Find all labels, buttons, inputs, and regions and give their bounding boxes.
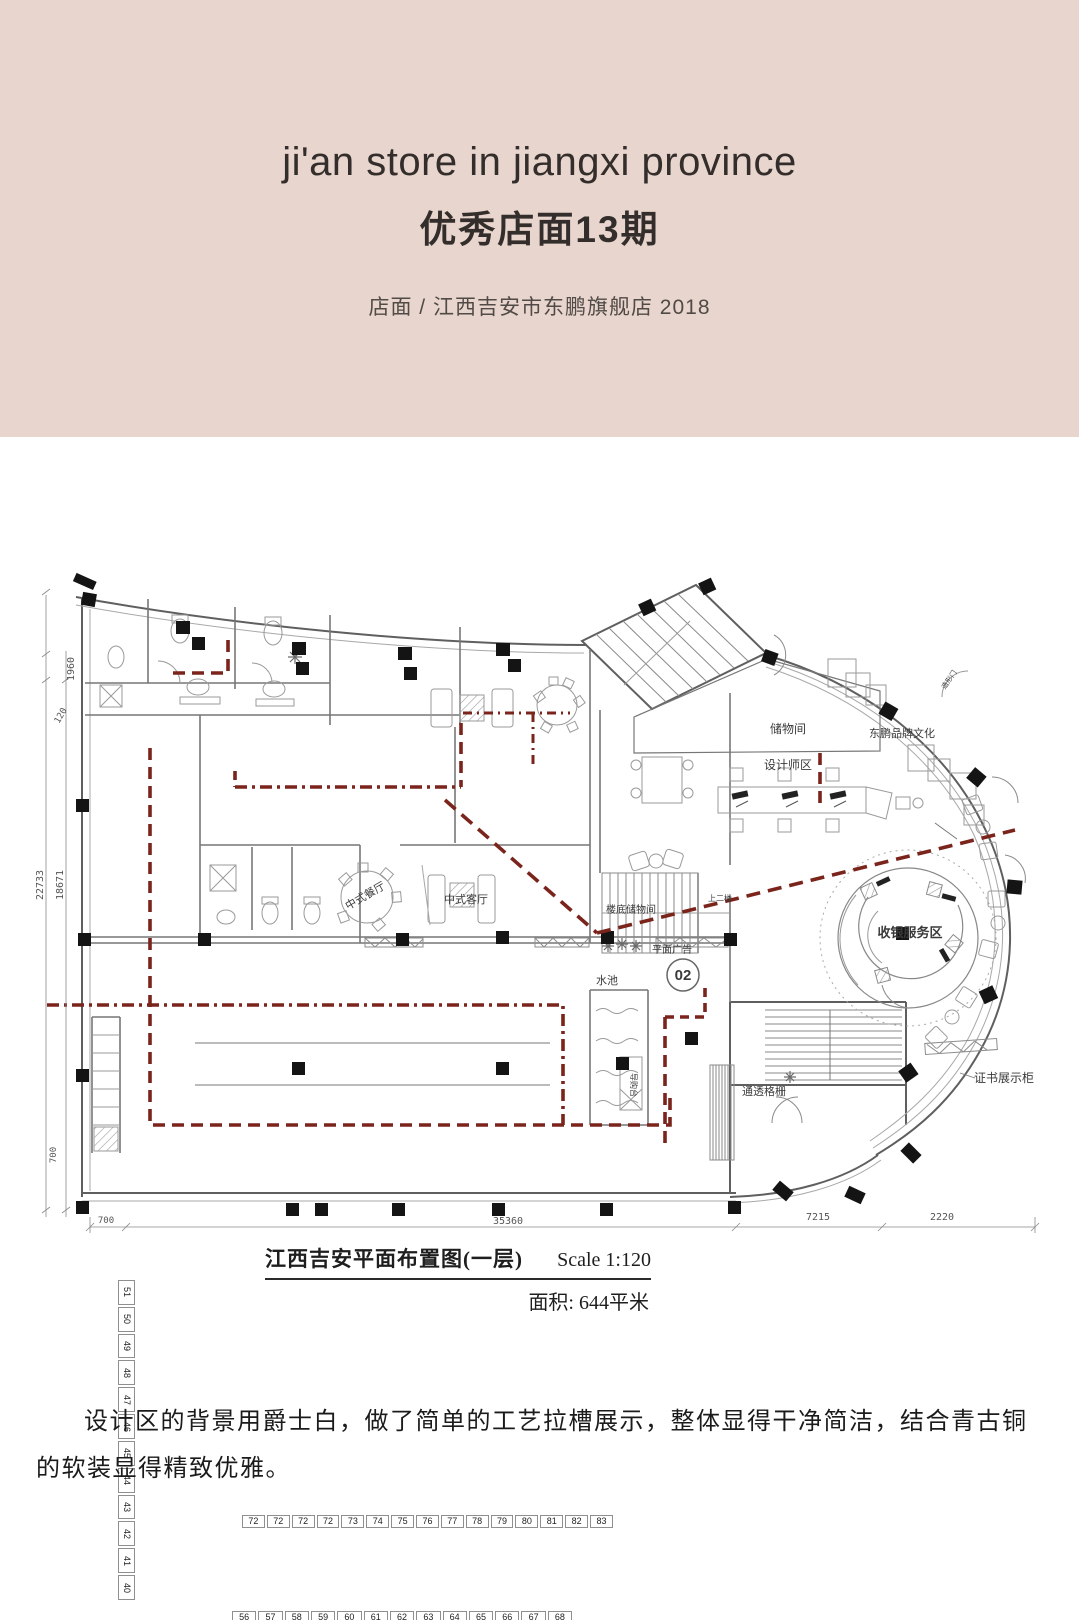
arc-seating — [925, 776, 1026, 1049]
page-title-cn: 优秀店面13期 — [419, 209, 660, 250]
display-slot: 73 — [341, 1515, 365, 1528]
display-slot: 64 — [442, 1611, 467, 1620]
dim-35360: 35360 — [493, 1216, 523, 1227]
display-slot: 58 — [284, 1611, 309, 1620]
floor-plan-drawing: 1960 120 22733 18671 700 700 35360 7215 … — [35, 572, 1040, 1233]
display-slot: 40 — [118, 1575, 135, 1600]
label-guide-desk: 导购台 — [629, 1073, 639, 1097]
plant-symbols — [288, 650, 796, 1083]
label-grille: 通透格栅 — [742, 1084, 786, 1098]
label-cashier-area: 收银服务区 — [877, 925, 942, 940]
plan-caption-area: 面积: 644平米 — [528, 1292, 649, 1314]
dim-22733: 22733 — [35, 870, 46, 900]
pool-waves — [595, 1008, 643, 1111]
display-slot: 68 — [547, 1611, 573, 1620]
display-slot: 67 — [521, 1611, 546, 1620]
label-under-stair-storage: 楼底储物间 — [606, 903, 656, 916]
header-banner: ji'an store in jiangxi province 优秀店面13期 … — [0, 0, 1079, 437]
page-subtitle: 店面 / 江西吉安市东鹏旗舰店 2018 — [368, 296, 711, 319]
description-paragraph: 设计区的背景用爵士白，做了简单的工艺拉槽展示，整体显得干净简洁，结合青古铜的软装… — [36, 1408, 1028, 1482]
cert-cabinet-leader — [959, 1072, 976, 1079]
plan-caption-line1: 江西吉安平面布置图(一层) Scale 1:120 — [265, 1243, 651, 1280]
dim-700-bottom: 700 — [98, 1216, 114, 1226]
display-slot: 50 — [118, 1306, 135, 1332]
display-slot: 62 — [389, 1611, 415, 1620]
display-slot: 63 — [416, 1611, 441, 1620]
page-title-en: ji'an store in jiangxi province — [282, 140, 797, 184]
display-slot: 66 — [495, 1611, 520, 1620]
dimension-lines — [41, 588, 1040, 1233]
plan-caption-title: 江西吉安平面布置图(一层) — [265, 1247, 523, 1271]
display-slot: 74 — [366, 1515, 390, 1528]
display-slot: 47 — [118, 1387, 135, 1413]
showroom-furniture — [92, 676, 684, 1152]
display-slot: 81 — [540, 1515, 564, 1528]
display-slot: 72 — [266, 1515, 290, 1528]
label-cert-cabinet: 证书展示柜 — [974, 1071, 1034, 1085]
display-slot: 43 — [118, 1494, 135, 1520]
label-living: 中式客厅 — [444, 892, 488, 906]
display-slot: 78 — [465, 1515, 489, 1528]
display-slot: 59 — [310, 1611, 336, 1620]
stairs-bottom-right — [765, 1009, 902, 1124]
display-slot: 41 — [118, 1548, 135, 1574]
display-slot: 75 — [391, 1515, 415, 1528]
dimension-labels: 1960 120 22733 18671 700 700 35360 7215 … — [35, 657, 954, 1227]
display-slot: 60 — [337, 1611, 362, 1620]
dim-700-left: 700 — [49, 1147, 59, 1163]
display-slot: 76 — [416, 1515, 439, 1528]
label-storage: 储物间 — [770, 721, 806, 736]
display-slot: 77 — [440, 1515, 464, 1528]
label-shaped-door: 造形门 — [939, 668, 958, 690]
plan-caption-scale: Scale 1:120 — [557, 1249, 651, 1271]
cashier-area — [819, 849, 997, 1027]
zone-circle — [666, 958, 700, 992]
display-slot: 72 — [316, 1515, 340, 1528]
label-dining: 中式餐厅 — [342, 878, 387, 912]
bathroom-fixtures — [99, 614, 321, 925]
display-slot: 48 — [118, 1360, 135, 1386]
dim-1960: 1960 — [66, 657, 77, 681]
circulation-lines — [47, 636, 1016, 1150]
label-to-second-floor: 上二楼 — [708, 893, 732, 903]
display-slot: 57 — [258, 1611, 283, 1620]
display-slot: 72 — [291, 1515, 315, 1528]
display-slot: 46 — [118, 1414, 135, 1439]
display-slot: 44 — [118, 1467, 135, 1493]
room-labels: 储物间 设计师区 东鹏品牌文化 造形门 中式餐厅 中式客厅 楼底储物间 上二楼 … — [342, 668, 1034, 1098]
floor-plan-figure: 1960 120 22733 18671 700 700 35360 7215 … — [30, 565, 1040, 1620]
stairs-top-right — [595, 593, 787, 703]
display-slot: 56 — [232, 1611, 257, 1620]
designer-area-furniture — [630, 756, 924, 833]
display-slot: 82 — [565, 1515, 589, 1528]
display-slot: 79 — [490, 1515, 514, 1528]
display-slot: 80 — [515, 1515, 539, 1528]
structural-columns — [72, 572, 1023, 1216]
grille-strip — [709, 1064, 735, 1161]
display-slot: 65 — [468, 1611, 494, 1620]
dim-18671: 18671 — [55, 870, 66, 900]
label-brand-culture: 东鹏品牌文化 — [869, 726, 935, 740]
label-zone-number: 02 — [675, 967, 692, 984]
dim-120: 120 — [53, 706, 70, 725]
display-slot: 45 — [118, 1440, 135, 1466]
plan-caption: 江西吉安平面布置图(一层) Scale 1:120 面积: 644平米 — [265, 1243, 651, 1315]
dim-2220: 2220 — [930, 1212, 954, 1223]
display-slot: 51 — [118, 1280, 135, 1305]
display-slot: 72 — [242, 1515, 265, 1528]
display-slot: 83 — [590, 1515, 613, 1528]
brand-frames — [827, 658, 985, 840]
label-flat-ad: 平面广告 — [652, 943, 692, 956]
label-pool: 水池 — [596, 974, 618, 987]
dim-7215: 7215 — [806, 1212, 830, 1223]
interior-walls — [85, 599, 881, 1153]
label-designer-area: 设计师区 — [764, 758, 812, 772]
display-slot: 49 — [118, 1333, 135, 1359]
display-slot: 42 — [118, 1521, 135, 1547]
display-slot: 61 — [363, 1611, 388, 1620]
